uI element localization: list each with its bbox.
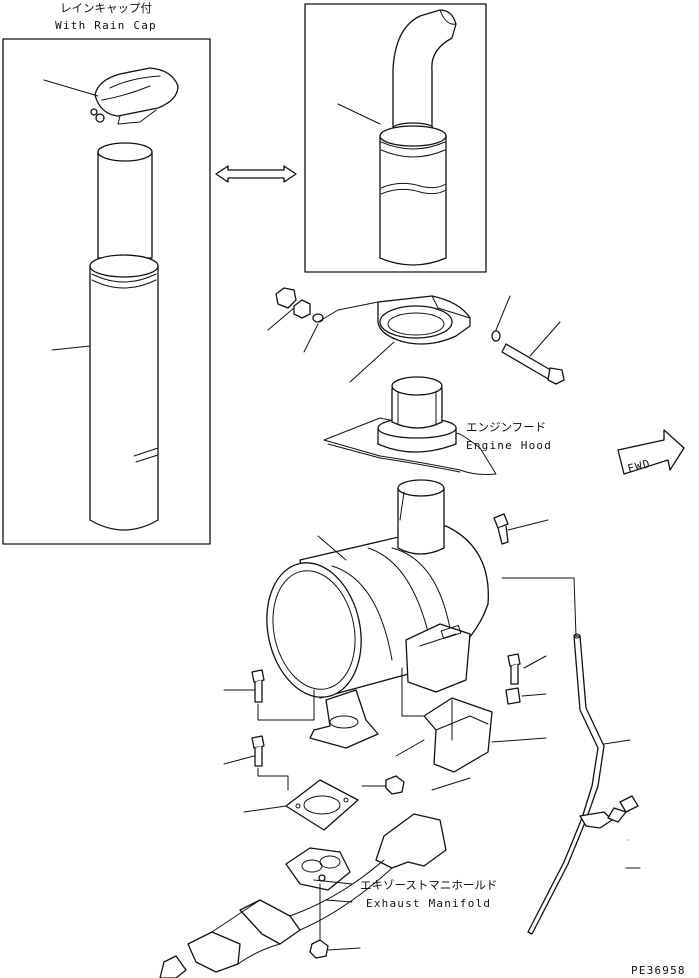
clamp-washer [303, 313, 324, 353]
stack-pipe [97, 142, 153, 259]
mount-bracket [395, 667, 547, 791]
clamp-ring [317, 295, 471, 383]
rain-cap-inset: レインキャップ付 With Rain Cap [2, 1, 211, 545]
clamp-bolt [491, 295, 565, 385]
muffler-bolt [493, 513, 549, 545]
stack-sleeve [337, 103, 447, 266]
drain-tube [501, 577, 631, 935]
exhaust-manifold-label-en: Exhaust Manifold [366, 897, 491, 910]
bracket-spacer [505, 687, 547, 705]
interchange-arrow [215, 165, 297, 183]
muffler [266, 479, 489, 749]
fwd-label: FWD [626, 457, 652, 476]
bracket-bolt [507, 653, 547, 685]
muffler-inlet-flange [309, 689, 379, 749]
standard-stack-inset [304, 3, 487, 273]
rain-cap [43, 67, 179, 125]
exhaust-manifold: エキゾーストマニホールド Exhaust Manifold [159, 813, 497, 978]
hood-flange-pipe [377, 376, 457, 453]
drawing-number: PE36958 [631, 964, 686, 977]
mount-bolt-upper [223, 669, 315, 721]
exhaust-manifold-label-jp: エキゾーストマニホールド [360, 878, 497, 892]
fwd-arrow: FWD [617, 429, 685, 476]
muffler-side-bracket [405, 623, 471, 693]
gasket [243, 779, 359, 831]
mount-bolt-lower [223, 735, 289, 791]
engine-hood-section: エンジンフード Engine Hood [323, 376, 552, 475]
stack-tube [51, 254, 159, 531]
engine-hood-label-en: Engine Hood [466, 439, 552, 452]
rain-cap-label-en: With Rain Cap [55, 19, 157, 32]
engine-hood-label-jp: エンジンフード [466, 420, 546, 434]
drain-tube-bolt [607, 795, 641, 869]
clamp-nut [267, 287, 311, 331]
rain-cap-label-jp: レインキャップ付 [60, 1, 152, 15]
manifold-nut [309, 883, 361, 959]
clamp-assembly [267, 287, 565, 385]
muffler-outlet-pipe [397, 479, 445, 555]
bracket-nut [361, 775, 405, 795]
drain-tube-clip [579, 811, 613, 829]
curved-exhaust-pipe [392, 9, 457, 134]
